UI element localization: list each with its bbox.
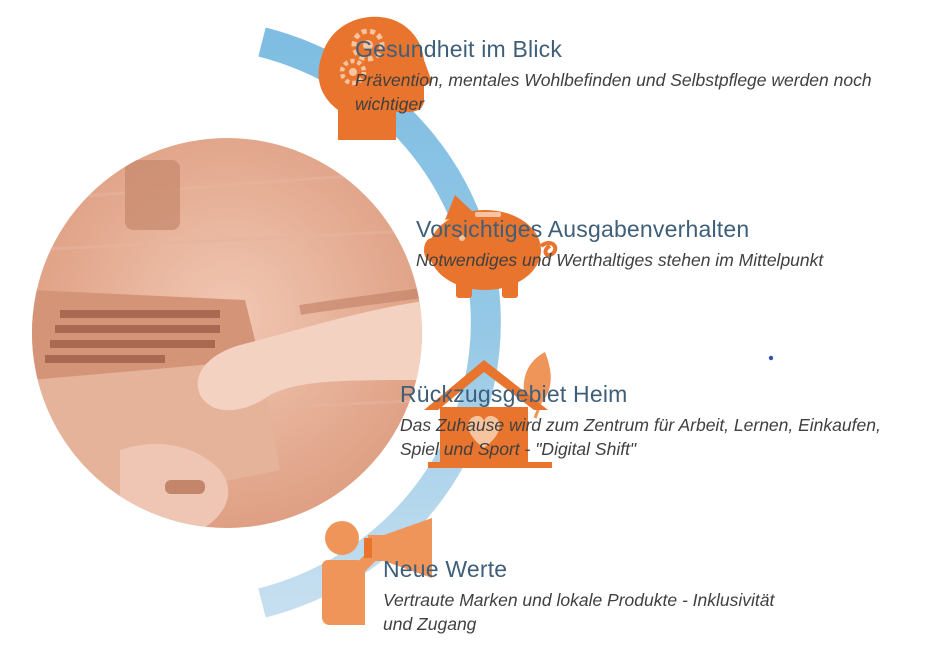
item-description: Vertraute Marken und lokale Produkte - I… bbox=[383, 590, 775, 634]
piggy-bank-icon bbox=[424, 195, 558, 298]
bullet-dot bbox=[768, 355, 774, 361]
item-description: Notwendiges und Werthaltiges stehen im M… bbox=[416, 250, 824, 270]
item-gesundheit: Gesundheit im Blick Prävention, mentales… bbox=[355, 35, 930, 116]
item-neue-werte: Neue Werte Vertraute Marken und lokale P… bbox=[383, 555, 803, 636]
laptop-photo bbox=[32, 138, 422, 528]
item-rueckzugsgebiet: Rückzugsgebiet Heim Das Zuhause wird zum… bbox=[400, 380, 900, 461]
item-title: Rückzugsgebiet Heim bbox=[400, 381, 628, 407]
item-title: Neue Werte bbox=[383, 556, 508, 582]
item-description: Prävention, mentales Wohlbefinden und Se… bbox=[355, 70, 872, 114]
item-description: Das Zuhause wird zum Zentrum für Arbeit,… bbox=[400, 415, 881, 459]
head-gears-icon bbox=[318, 16, 432, 141]
house-heart-icon bbox=[424, 352, 552, 468]
item-title: Gesundheit im Blick bbox=[355, 36, 563, 62]
item-title: Vorsichtiges Ausgabenverhalten bbox=[416, 216, 750, 242]
megaphone-person-icon bbox=[322, 518, 432, 625]
item-ausgabenverhalten: Vorsichtiges Ausgabenverhalten Notwendig… bbox=[416, 215, 931, 272]
